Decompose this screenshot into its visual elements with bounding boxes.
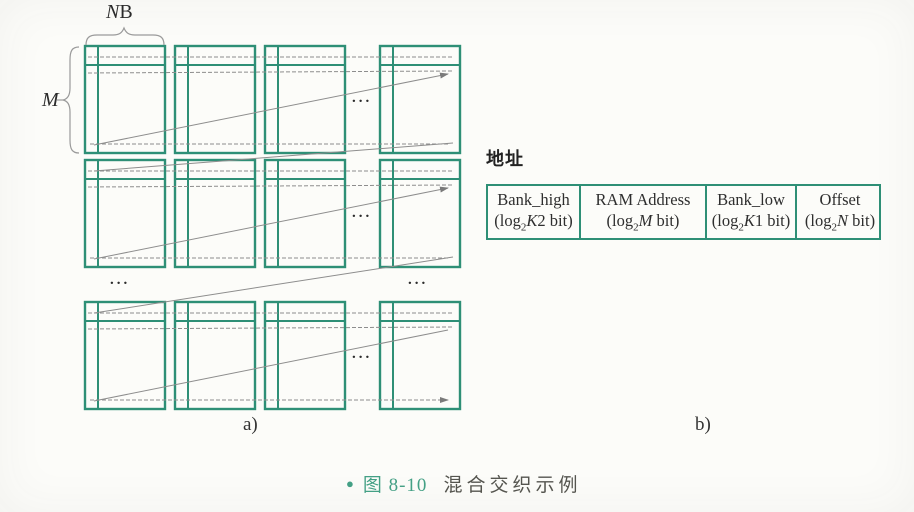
field-name: RAM Address: [595, 189, 691, 209]
ellipsis-between-rows-left: ...: [110, 272, 131, 288]
field-name: Bank_low: [717, 189, 785, 209]
ellipsis-row1: ...: [352, 90, 373, 106]
address-field-bank-high: Bank_high (log2K2 bit): [488, 186, 581, 238]
bits-open: (log: [711, 211, 739, 231]
bits-sub: 2: [633, 221, 639, 234]
bank-width-label: NB: [106, 1, 133, 24]
ellipsis-row2: ...: [352, 205, 373, 221]
bits-sub: 2: [831, 221, 838, 234]
figure-caption: ● 图 8-10 混合交织示例: [346, 470, 581, 497]
bank-height-label: M: [42, 89, 59, 111]
bits-var: M: [638, 211, 653, 231]
bits-sub: 2: [520, 221, 527, 234]
bits-rest: 1 bit): [754, 211, 791, 231]
bits-open: (log: [804, 211, 832, 231]
bits-rest: 2 bit): [537, 211, 573, 231]
panel-a-label: a): [243, 414, 258, 435]
field-bits: (log2K1 bit): [712, 210, 790, 235]
figure-title: 混合交织示例: [443, 475, 582, 496]
field-name: Offset: [819, 189, 861, 209]
bits-open: (log: [606, 211, 634, 231]
bits-var: N: [837, 211, 849, 231]
bits-open: (log: [494, 211, 521, 231]
ellipsis-row3: ...: [352, 346, 373, 362]
nb-label-n: N: [106, 1, 120, 23]
field-bits: (log2N bit): [805, 210, 875, 235]
bits-rest: bit): [848, 211, 876, 231]
bits-var: K: [743, 211, 755, 231]
field-name: Bank_high: [497, 189, 570, 209]
field-bits: (log2K2 bit): [494, 210, 572, 235]
bits-var: K: [526, 211, 538, 231]
bits-rest: bit): [652, 211, 680, 231]
nb-label-b: B: [119, 1, 133, 23]
ellipsis-between-rows-right: ...: [408, 272, 429, 288]
field-bits: (log2M bit): [607, 210, 680, 235]
address-field-offset: Offset (log2N bit): [797, 186, 883, 238]
caption-bullet-icon: ●: [346, 475, 354, 491]
panel-b-label: b): [695, 414, 711, 435]
bits-sub: 2: [738, 221, 744, 234]
figure-number: 图 8-10: [362, 475, 428, 496]
address-field-table: Bank_high (log2K2 bit) RAM Address (log2…: [486, 184, 881, 240]
address-heading: 地址: [486, 149, 524, 169]
address-field-ram-address: RAM Address (log2M bit): [581, 186, 707, 238]
address-field-bank-low: Bank_low (log2K1 bit): [707, 186, 797, 238]
